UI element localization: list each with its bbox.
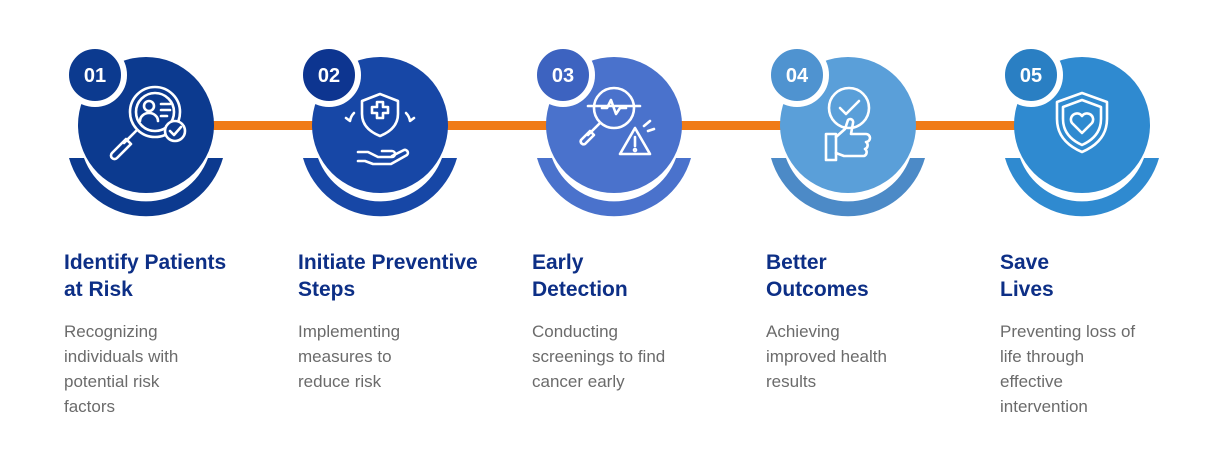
step-1: 01 Identify Patients at Risk Recognizing… [0,0,234,457]
step-graphic-svg: 04 [765,43,925,217]
step-title: Identify Patients at Risk [64,251,227,301]
step-number: 05 [1020,65,1042,87]
step-description: Conducting screenings to find cancer ear… [532,322,666,391]
step-description: Achieving improved health results [766,322,887,391]
step-graphic: 04 [702,0,936,230]
step-number: 02 [318,65,340,87]
patient-search-icon [109,85,187,161]
step-graphic: 01 [0,0,234,230]
step-base-arc [69,158,223,217]
step-5: 05 Save Lives Preventing loss of life th… [936,0,1170,457]
step-3: 03 Early Detection Conducting screenings… [468,0,702,457]
step-base-arc [303,158,457,217]
step-title: Initiate Preventive Steps [298,251,478,301]
heart-shield-icon [1055,91,1109,154]
step-number-badge [999,43,1063,107]
magnifier-warning-icon [579,86,656,156]
step-title: Early Detection [532,251,628,301]
step-graphic: 03 [468,0,702,230]
step-graphic: 02 [234,0,468,230]
step-4: 04 Better Outcomes Achieving improved he… [702,0,936,457]
step-graphic: 05 [936,0,1170,230]
step-number-badge [63,43,127,107]
step-number-badge [765,43,829,107]
thumbs-up-check-icon [824,86,872,162]
step-base-arc [1005,158,1159,217]
step-number-badge [297,43,361,107]
step-graphic-svg: 05 [999,43,1159,217]
step-2: 02 Initiate Preventive Steps Implementin… [234,0,478,457]
step-graphic-svg: 02 [297,43,457,217]
step-number-badge [531,43,595,107]
medical-shield-hand-icon [344,92,416,166]
step-number: 04 [786,65,809,87]
step-description: Recognizing individuals with potential r… [64,322,179,416]
step-number: 01 [84,65,106,87]
step-description: Implementing measures to reduce risk [298,322,401,391]
step-description: Preventing loss of life through effectiv… [1000,322,1136,416]
step-graphic-svg: 03 [531,43,691,217]
step-base-arc [537,158,691,217]
step-title: Save Lives [1000,251,1054,301]
step-base-arc [771,158,925,217]
step-number: 03 [552,65,574,87]
step-graphic-svg: 01 [63,43,223,217]
step-title: Better Outcomes [766,251,869,301]
